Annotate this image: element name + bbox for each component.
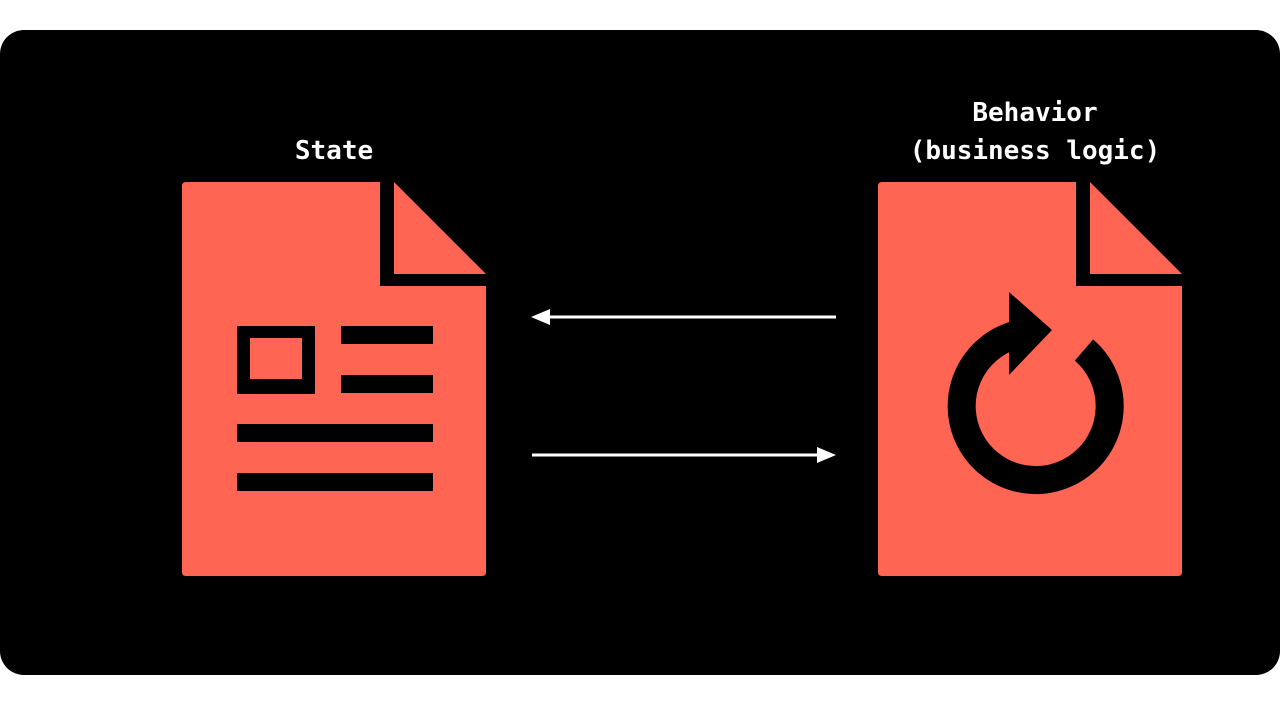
behavior-label-line1: Behavior [972, 98, 1098, 128]
state-document-icon [182, 182, 486, 576]
arrow-to-state [531, 309, 836, 325]
behavior-label: Behavior (business logic) [870, 94, 1200, 170]
behavior-document-icon [878, 182, 1182, 576]
refresh-icon [947, 292, 1124, 495]
diagram-graphics [182, 182, 1182, 576]
diagram-canvas: State Behavior (business logic) [0, 30, 1280, 675]
arrow-to-behavior [532, 447, 836, 463]
behavior-label-line2: (business logic) [909, 136, 1161, 166]
state-label: State [294, 136, 374, 166]
